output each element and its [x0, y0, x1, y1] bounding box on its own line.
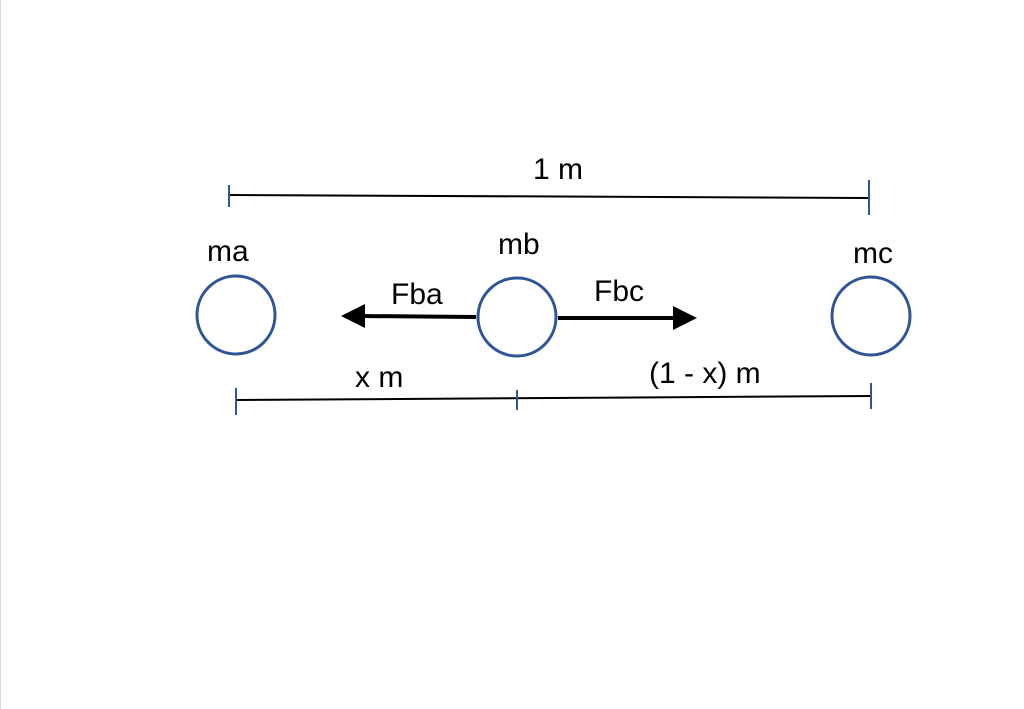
total-distance-line [228, 194, 870, 199]
total-distance-label: 1 m [533, 153, 583, 186]
mass-b-label: mb [498, 228, 540, 261]
force-ba-arrowhead [341, 304, 365, 328]
force-bc-arrowhead [673, 306, 697, 330]
lower-distance-line [235, 395, 872, 401]
force-ba-shaft [359, 314, 477, 319]
mass-b-circle [476, 276, 558, 358]
mass-a-circle [195, 274, 277, 356]
distance-ab-label: x m [355, 361, 403, 394]
mass-a-label: ma [207, 235, 249, 268]
total-distance-dimension: 1 m [228, 153, 870, 215]
page-left-edge [0, 0, 1, 709]
force-ba-arrow [341, 304, 477, 328]
distance-bc-label: (1 - x) m [649, 357, 761, 390]
force-bc-label: Fbc [594, 275, 644, 308]
mass-c-circle [830, 275, 912, 357]
force-ba-label: Fba [391, 278, 443, 311]
lower-distance-dimension [235, 383, 872, 415]
force-bc-arrow [558, 306, 697, 330]
mass-c-label: mc [853, 237, 893, 270]
